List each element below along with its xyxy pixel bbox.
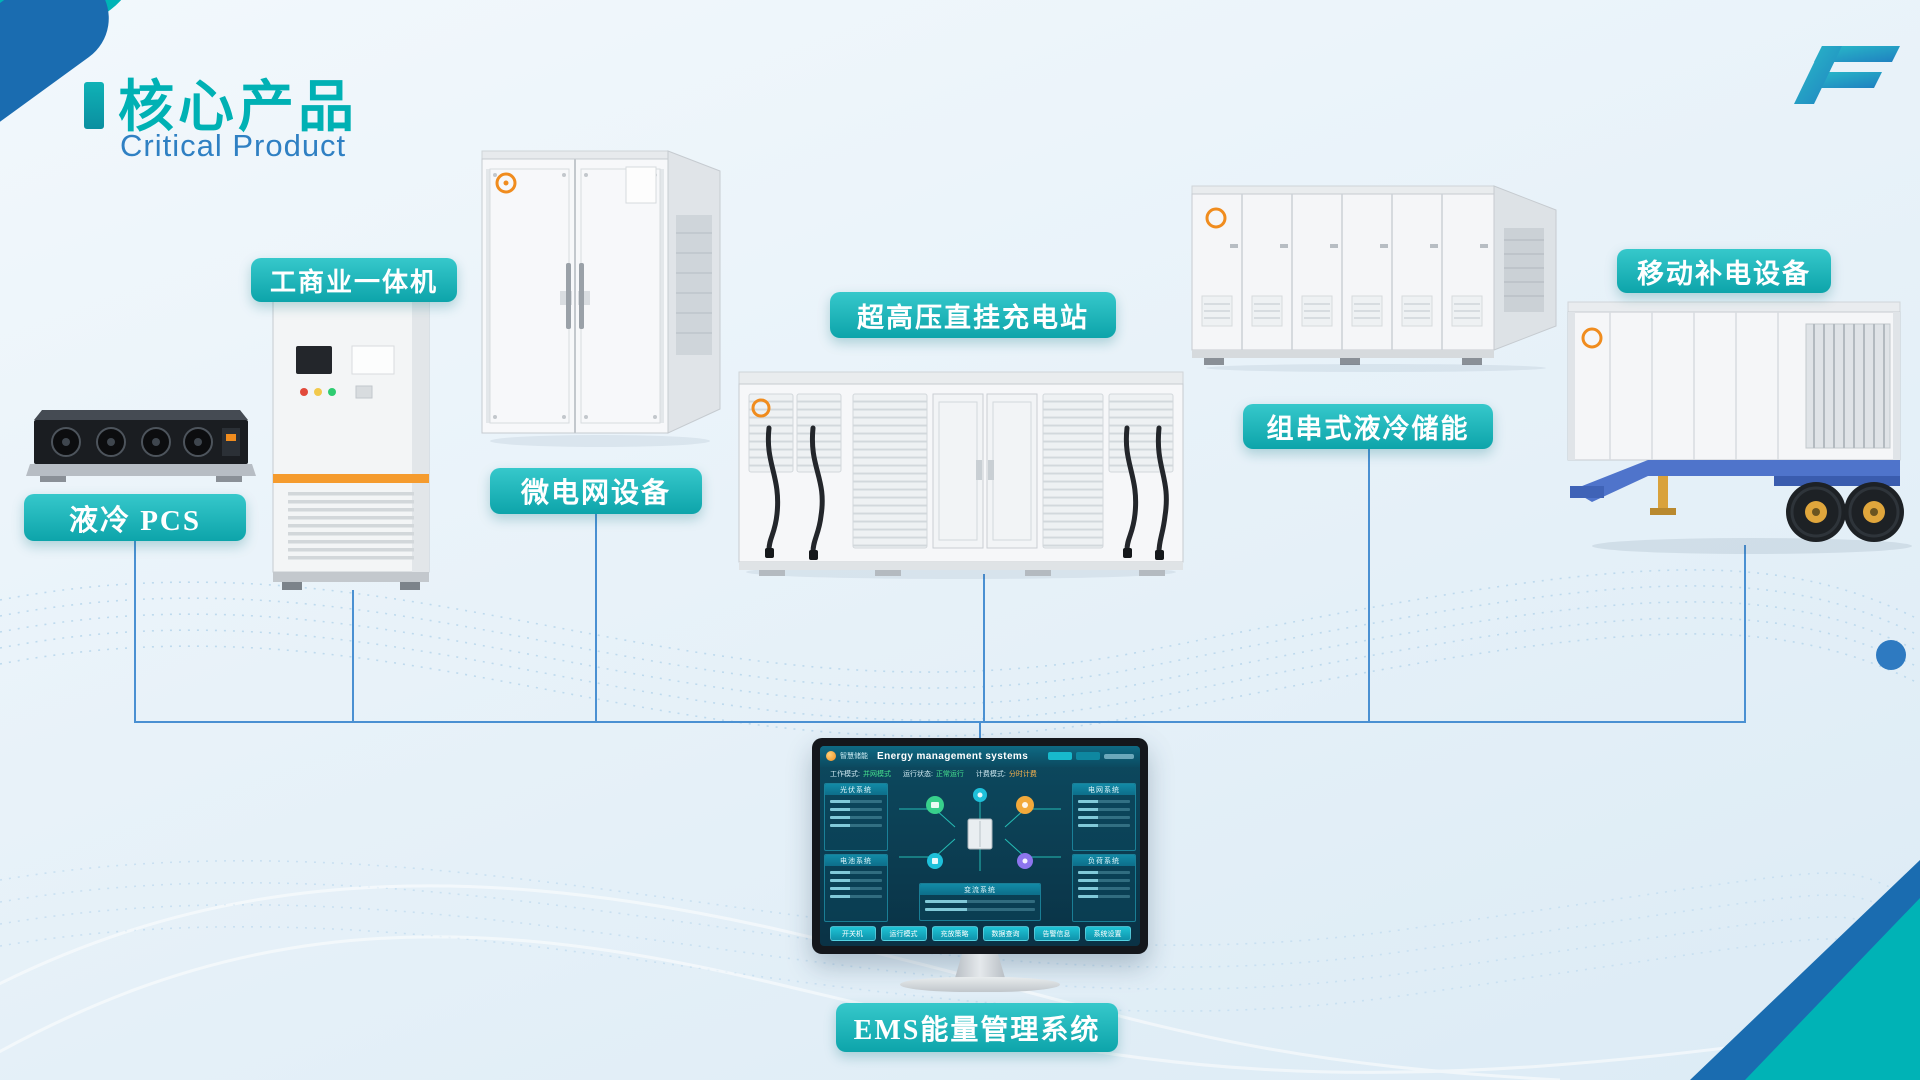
ems-button: 开关机 xyxy=(829,926,876,942)
corner-triangle-shape xyxy=(1690,860,1920,1080)
label-microgrid: 微电网设备 xyxy=(490,468,702,514)
connector-line-mobile xyxy=(1744,545,1746,723)
charging-cables xyxy=(765,425,1169,555)
panel-pcs-system: 变流系统 xyxy=(919,883,1041,922)
ems-button: 运行模式 xyxy=(880,926,927,942)
orange-logo-icon xyxy=(495,172,517,194)
panel-battery-system: 电池系统 xyxy=(824,854,888,923)
status-label: 计费模式: xyxy=(975,770,1006,778)
connector-line-pcs xyxy=(134,541,136,723)
decor-dot xyxy=(1876,640,1906,670)
orange-logo-icon xyxy=(751,398,771,418)
orange-logo-icon xyxy=(1205,207,1227,229)
commercial-industrial-cabinet xyxy=(270,292,432,590)
panel-load-system: 负荷系统 xyxy=(1072,854,1136,923)
label-mobile-power: 移动补电设备 xyxy=(1617,249,1831,293)
connector-line-string-ess xyxy=(1368,449,1370,723)
microgrid-equipment-container xyxy=(481,150,721,447)
label-all-in-one: 工商业一体机 xyxy=(251,258,457,302)
label-string-ess: 组串式液冷储能 xyxy=(1243,404,1493,449)
company-logo-icon xyxy=(1794,46,1900,104)
ems-button: 系统设置 xyxy=(1084,926,1131,942)
title-accent-bar xyxy=(84,82,104,129)
connector-line-cabinet xyxy=(352,590,354,723)
ems-brand: 智慧储能 xyxy=(840,753,868,761)
ems-screen: 智慧储能 Energy management systems 工作模式:并网模式… xyxy=(820,746,1140,946)
monitor-stand-base xyxy=(900,977,1060,992)
label-uhv-charging: 超高压直挂充电站 xyxy=(830,292,1116,338)
connector-line-ems xyxy=(979,723,981,740)
ems-screen-header: 智慧储能 Energy management systems xyxy=(820,746,1140,767)
orange-logo-icon xyxy=(226,434,236,441)
ems-header-chip-alt xyxy=(1076,752,1100,761)
status-label: 工作模式: xyxy=(830,770,860,778)
ems-button: 告警信息 xyxy=(1033,926,1080,942)
page-subtitle: Critical Product xyxy=(120,128,347,163)
ems-monitor: 智慧储能 Energy management systems 工作模式:并网模式… xyxy=(812,738,1148,1000)
page-title: 核心产品 xyxy=(118,75,358,138)
ems-button: 数据查询 xyxy=(982,926,1029,942)
string-liquid-cooled-ess xyxy=(1191,185,1557,372)
ems-logo-icon xyxy=(826,751,836,762)
ems-status-row: 工作模式:并网模式 运行状态:正常运行 计费模式:分时计费 xyxy=(820,767,1140,781)
ems-header-chip xyxy=(1048,752,1072,761)
ems-title: Energy management systems xyxy=(877,750,1029,762)
status-value: 正常运行 xyxy=(935,770,964,778)
panel-pv-system: 光伏系统 xyxy=(824,783,888,852)
liquid-cooled-pcs-unit xyxy=(26,410,256,482)
ems-flow-diagram xyxy=(899,788,1061,872)
trailer-wheels xyxy=(1786,482,1904,542)
uhv-charging-station-container xyxy=(738,371,1184,579)
connector-bus-line xyxy=(134,721,1744,723)
ems-button: 充放策略 xyxy=(931,926,978,942)
ems-clock xyxy=(1104,753,1134,759)
label-ems: EMS能量管理系统 xyxy=(836,1003,1118,1052)
status-label: 运行状态: xyxy=(902,770,933,778)
label-liquid-cooled-pcs: 液冷 PCS xyxy=(24,494,246,541)
panel-grid-system: 电网系统 xyxy=(1072,783,1136,852)
monitor-stand-neck xyxy=(955,954,1005,978)
connector-line-charging xyxy=(983,574,985,723)
connector-line-microgrid xyxy=(595,514,597,723)
mobile-power-trailer xyxy=(1567,301,1912,554)
status-value: 分时计费 xyxy=(1008,770,1037,778)
status-value: 并网模式 xyxy=(862,770,891,778)
orange-logo-icon xyxy=(1581,327,1603,349)
ems-button-row: 开关机 运行模式 充放策略 数据查询 告警信息 系统设置 xyxy=(820,924,1140,946)
